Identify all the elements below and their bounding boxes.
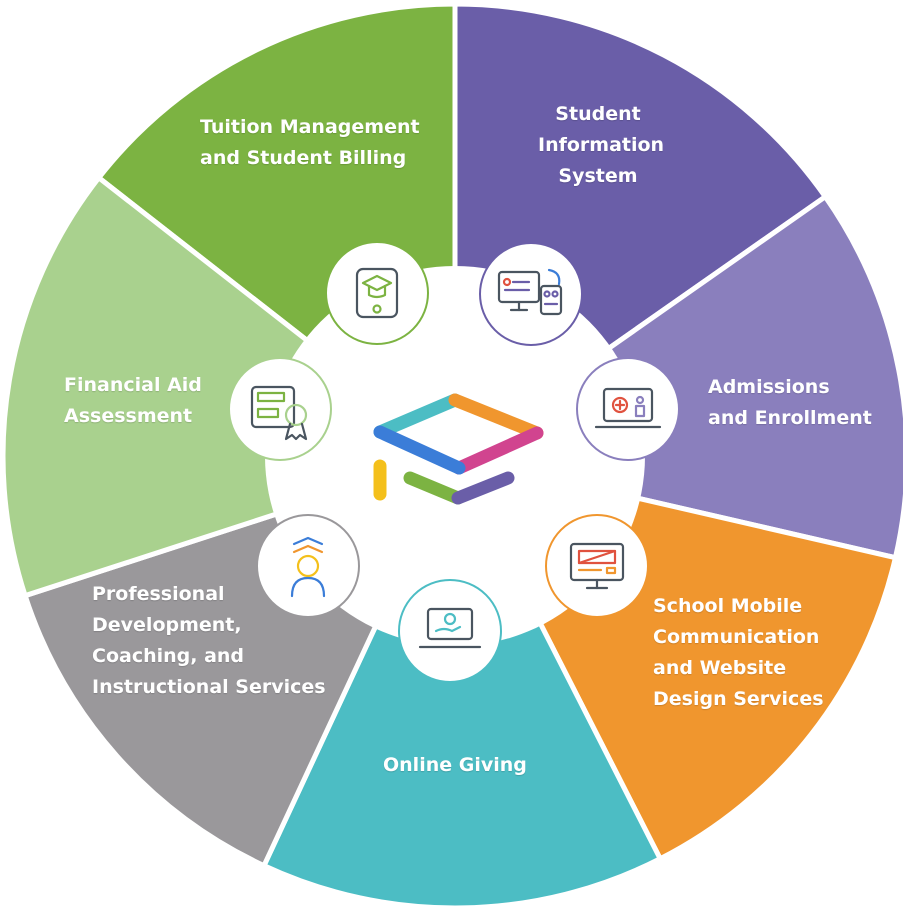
label-line: and Website	[653, 657, 787, 679]
label-line: School Mobile	[653, 595, 803, 617]
label-line: Coaching, and	[92, 645, 245, 667]
label-line: Assessment	[64, 405, 193, 427]
label-line: Professional	[92, 583, 225, 605]
label-line: and Student Billing	[200, 147, 407, 169]
graduation-cap-logo-icon	[373, 393, 544, 505]
label-line: Student	[555, 103, 641, 125]
label-tuition: Tuition Management and Student Billing	[200, 112, 420, 174]
label-line: Online Giving	[383, 754, 527, 776]
label-line: Communication	[653, 626, 820, 648]
label-giving: Online Giving	[383, 750, 527, 781]
label-line: Tuition Management	[200, 116, 420, 138]
label-line: Information	[538, 134, 665, 156]
label-line: Instructional Services	[92, 676, 326, 698]
graduation-tablet-dollar-icon	[325, 241, 429, 345]
monitor-website-icon	[545, 514, 649, 618]
certificate-award-icon	[228, 357, 332, 461]
laptop-enrollment-icon	[576, 357, 680, 461]
laptop-hand-coin-icon	[398, 579, 502, 683]
person-growth-icon	[256, 514, 360, 618]
label-line: Admissions	[708, 376, 830, 398]
label-line: Financial Aid	[64, 374, 202, 396]
label-admissions: Admissions and Enrollment	[708, 372, 872, 434]
label-line: Development,	[92, 614, 242, 636]
label-line: and Enrollment	[708, 407, 872, 429]
label-line: Design Services	[653, 688, 824, 710]
monitor-document-sync-icon	[479, 242, 583, 346]
label-line: System	[558, 165, 638, 187]
